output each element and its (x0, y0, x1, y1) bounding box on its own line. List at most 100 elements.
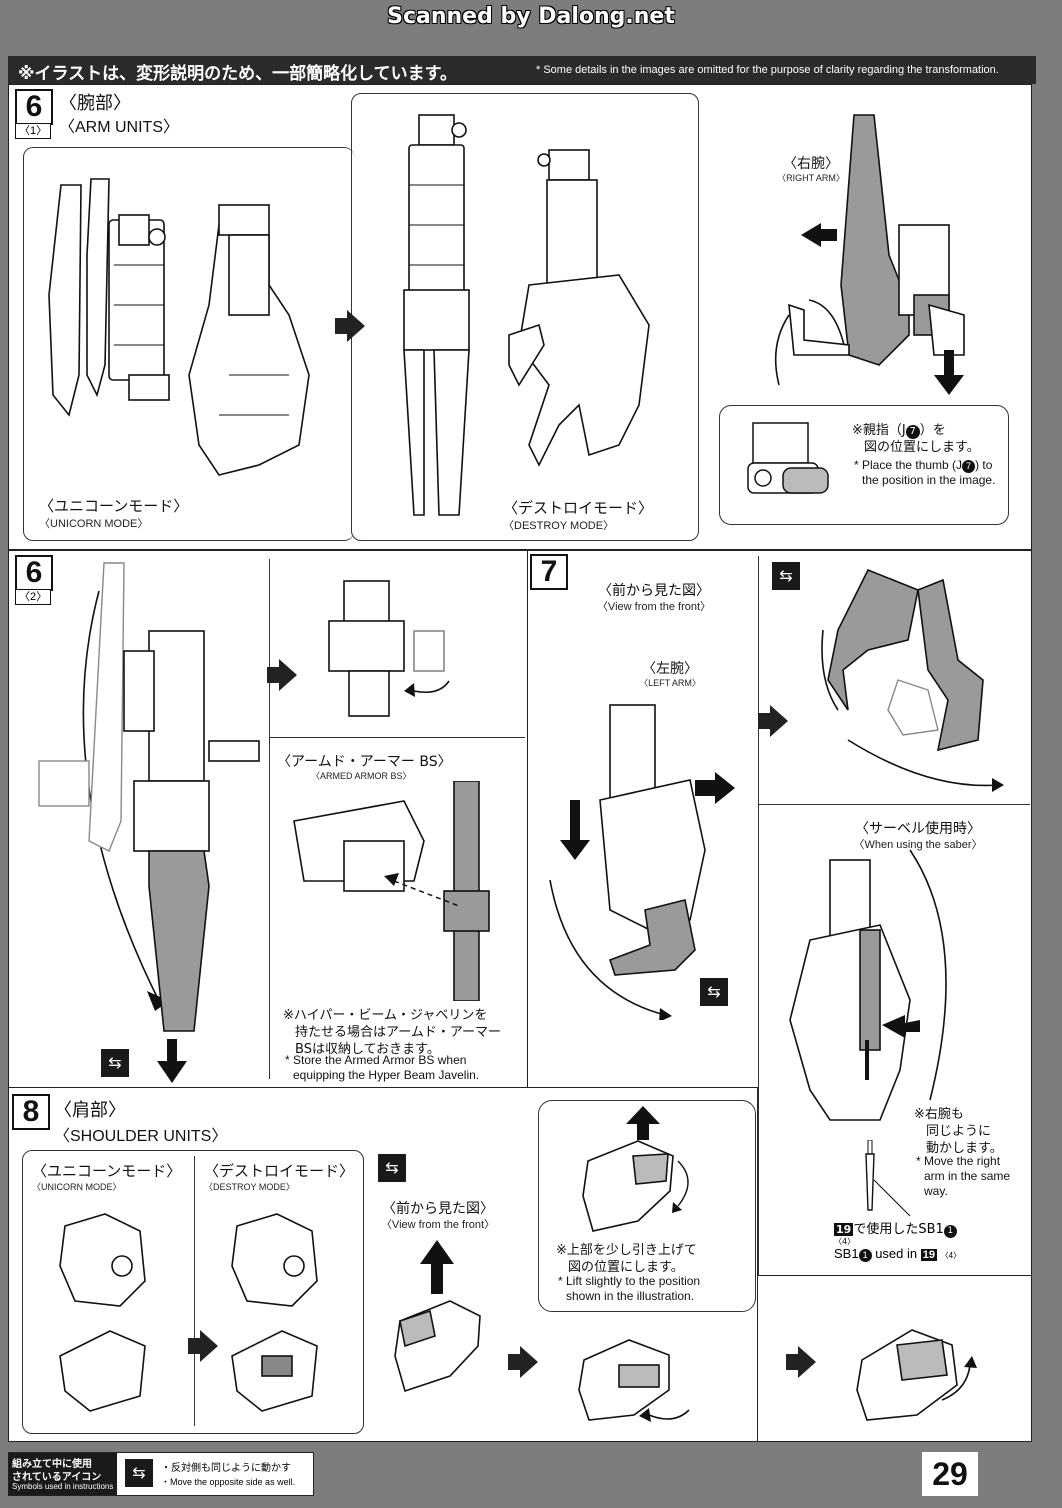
armed-armor-note-jp: ※ハイパー・ビーム・ジャベリンを 持たせる場合はアームド・アーマー BSは収納し… (283, 1007, 501, 1058)
divider (758, 556, 759, 1276)
step-ref-badge: 19 (920, 1249, 937, 1261)
substep-label: 〈2〉 (15, 589, 51, 605)
legend-jp-2: されているアイコン (12, 1472, 102, 1483)
step-number: 6 (15, 89, 53, 125)
notice-bar: ※イラストは、変形説明のため、一部簡略化しています。 * Some detail… (8, 56, 1036, 84)
front-view-label-jp: 〈前から見た図〉 (598, 583, 710, 599)
watermark: Scanned by Dalong.net (387, 4, 675, 29)
right-arm-illustration (774, 114, 965, 395)
shoulder-front-view-jp: 〈前から見た図〉 (382, 1201, 494, 1217)
transform-arrow (758, 705, 788, 737)
transform-arrow (508, 1346, 538, 1378)
shoulder-front-view-en: 〈View from the front〉 (380, 1219, 496, 1231)
step-ref-sub-number: 4 (842, 1237, 848, 1246)
footer-legend: 組み立て中に使用 されているアイコン Symbols used in instr… (8, 1452, 314, 1496)
transform-arrow (335, 310, 365, 342)
step7-extension (758, 1086, 1032, 1276)
note-en-line-2: equipping the Hyper Beam Javelin. (293, 1068, 480, 1082)
shoulder-unicorn-label-jp: 〈ユニコーンモード〉 (32, 1162, 182, 1180)
note-jp-line-2: 持たせる場合はアームド・アーマー (295, 1025, 502, 1040)
down-arrow-icon (157, 1039, 187, 1083)
lift-note-jp-2: 図の位置にします。 (568, 1260, 684, 1275)
legend-header: 組み立て中に使用 されているアイコン Symbols used in instr… (9, 1453, 117, 1495)
substep-label: 〈1〉 (15, 123, 51, 139)
shoulder-destroy-illustration (231, 1213, 318, 1412)
destroy-arm-illustration-1 (403, 114, 470, 516)
transform-arrow (786, 1346, 816, 1378)
shoulder-title-jp: 〈肩部〉 (54, 1100, 126, 1121)
step-number: 6 (15, 555, 53, 591)
unicorn-mode-label-en: 〈UNICORN MODE〉 (39, 518, 149, 530)
part-ref-badge: 7 (962, 460, 976, 473)
right-note-jp-3: 動かします。 (926, 1141, 1003, 1156)
move-opposite-side-icon: ⇆ (101, 1049, 129, 1077)
page-number: 29 (922, 1452, 978, 1496)
step-ref-badge: 19 (834, 1223, 854, 1236)
left-arm-label-jp: 〈左腕〉 (642, 661, 698, 677)
lift-note-jp-1: ※上部を少し引き上げて (556, 1243, 697, 1258)
shoulder-step-illustration (578, 1339, 690, 1422)
transform-arrow (188, 1330, 218, 1362)
front-view-label-en: 〈View from the front〉 (596, 601, 712, 613)
shoulder-front-illustration (394, 1300, 481, 1393)
hand-illustration (747, 422, 829, 494)
forearm-detail-illustration (328, 580, 450, 717)
note-en-line-1: * Store the Armed Armor BS when (285, 1053, 467, 1067)
divider (269, 737, 525, 738)
divider (758, 804, 1030, 805)
destroy-mode-label-jp: 〈デストロイモード〉 (503, 499, 654, 517)
shoulder-destroy-label-jp: 〈デストロイモード〉 (204, 1162, 355, 1180)
shoulder-destroy-label-en: 〈DESTROY MODE〉 (204, 1182, 295, 1192)
shoulder-title-en: 〈SHOULDER UNITS〉 (54, 1128, 228, 1145)
arm-javelin-illustration (38, 562, 260, 1032)
legend-en: Symbols used in instructions (12, 1482, 114, 1491)
thumb-note-jp-3: 図の位置にします。 (864, 440, 980, 455)
step-ref-sub-number: 4 (948, 1251, 954, 1260)
move-opposite-side-icon: ⇆ (125, 1459, 153, 1487)
shoulder-unicorn-illustration (59, 1213, 146, 1412)
right-note-en-3: way. (924, 1184, 948, 1198)
left-arm-label-en: 〈LEFT ARM〉 (639, 678, 701, 688)
move-opposite-side-icon: ⇆ (772, 562, 800, 590)
saber-arm-illustration (789, 849, 947, 1121)
saber-label-jp: 〈サーベル使用時〉 (855, 821, 981, 837)
legend-opposite-jp: ・反対側も同じように動かす (161, 1463, 291, 1474)
thumb-note-en-2: ) to (975, 458, 993, 472)
substep-number: 1 (29, 125, 37, 137)
legend-jp-1: 組み立て中に使用 (12, 1459, 92, 1470)
shoulder-unicorn-label-en: 〈UNICORN MODE〉 (32, 1182, 122, 1192)
right-note-jp-1: ※右腕も (914, 1107, 964, 1122)
unicorn-mode-label-jp: 〈ユニコーンモード〉 (39, 497, 189, 515)
thumb-note-en-3: the position in the image. (862, 473, 996, 487)
divider (194, 1156, 195, 1426)
step6-1-panel: 6 〈1〉 〈腕部〉 〈ARM UNITS〉 (8, 84, 1032, 550)
legend-opposite-en: ・Move the opposite side as well. (161, 1477, 296, 1487)
step-ref-sub: 〈4〉 (940, 1251, 962, 1260)
part-ref-badge: 7 (905, 425, 920, 439)
move-opposite-side-icon: ⇆ (378, 1154, 406, 1182)
right-arm-note-jp: ※右腕も 同じように 動かします。 (914, 1106, 1003, 1157)
up-arrow-icon (420, 1240, 454, 1294)
right-arm-label-jp: 〈右腕〉 (783, 156, 839, 172)
armed-armor-note-en: * Store the Armed Armor BS when equippin… (285, 1053, 479, 1083)
notice-jp: ※イラストは、変形説明のため、一部簡略化しています。 (18, 64, 457, 84)
armed-armor-bs-illustration (293, 781, 490, 1001)
right-note-jp-2: 同じように (926, 1124, 992, 1139)
thumb-note-jp-1: ※親指（J (852, 423, 906, 438)
shoulder-final-illustration (856, 1329, 977, 1421)
notice-en: * Some details in the images are omitted… (536, 64, 999, 76)
part-number-badge: 1 (858, 1249, 872, 1262)
lift-note-en: * Lift slightly to the position shown in… (558, 1274, 700, 1304)
lift-note-en-2: shown in the illustration. (566, 1289, 695, 1303)
thumb-note-jp-2: ）を (919, 423, 946, 438)
sb-used-jp-text: で使用したSB1 (853, 1222, 944, 1237)
step-number: 8 (12, 1094, 50, 1130)
divider (269, 559, 270, 1079)
arm-units-title-en: 〈ARM UNITS〉 (59, 119, 180, 136)
step-number: 7 (530, 554, 568, 590)
step6-2-panel: 6 〈2〉 〈アームド・アーマー BS〉 〈A (8, 550, 528, 1088)
